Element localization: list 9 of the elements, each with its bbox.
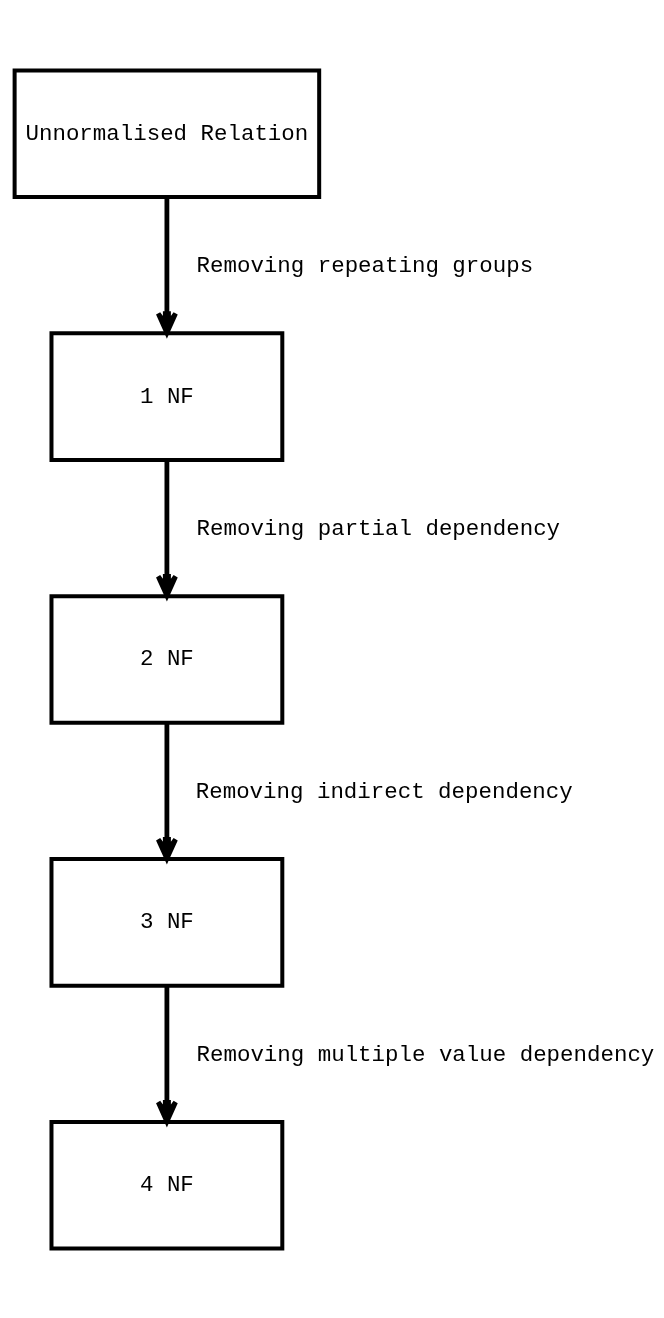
node-box: Unnormalised Relation: [12, 67, 322, 199]
node-box: 3 NF: [49, 856, 285, 988]
edge-label: Removing repeating groups: [196, 252, 534, 279]
node-box: 4 NF: [49, 1119, 285, 1251]
edge-label: Removing indirect dependency: [195, 778, 573, 805]
node-box: 2 NF: [49, 593, 285, 725]
edge-label: Removing partial dependency: [196, 515, 561, 542]
node-box: 1 NF: [49, 330, 285, 462]
edge-label: Removing multiple value dependency: [196, 1041, 655, 1068]
